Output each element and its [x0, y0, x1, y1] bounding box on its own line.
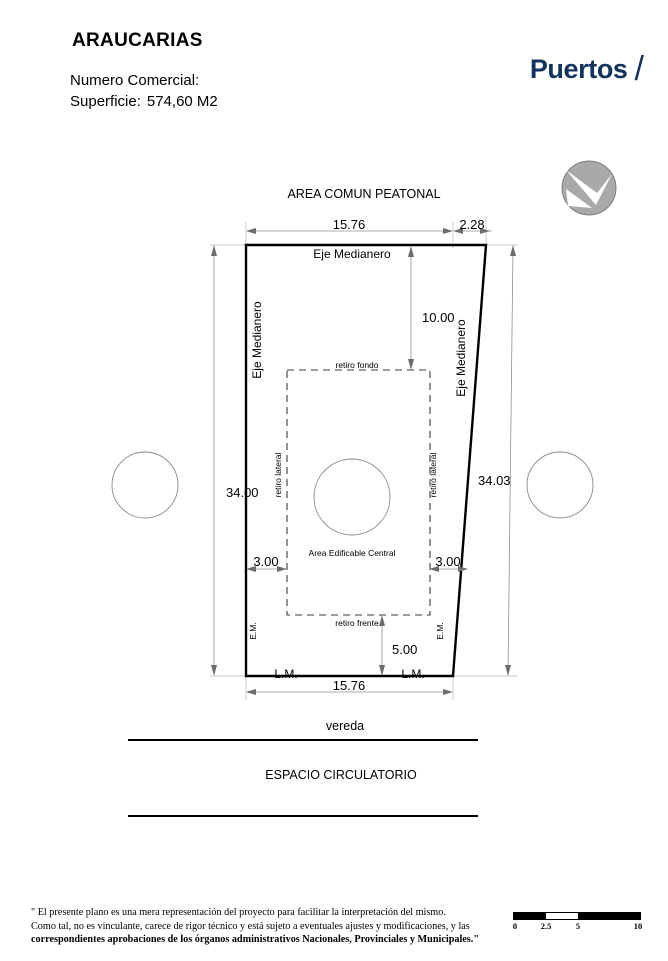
- disclaimer-line-1: " El presente plano es una mera represen…: [31, 907, 446, 918]
- commercial-number-row: Numero Comercial:: [70, 72, 205, 89]
- page-title: ARAUCARIAS: [72, 30, 203, 51]
- dimension-right-setback-value: 3.00: [435, 554, 460, 569]
- setback-right-label: retiro lateral: [428, 452, 438, 497]
- scale-tick-0: 0: [512, 921, 518, 931]
- lm-right-label: L.M.: [401, 667, 424, 681]
- legal-disclaimer: " El presente plano es una mera represen…: [31, 906, 486, 947]
- dimension-front-setback: 5.00: [379, 615, 417, 676]
- dimension-left-side: 34.00: [211, 245, 259, 676]
- em-right-label: E.M.: [435, 622, 445, 639]
- surface-label: Superficie:: [70, 93, 141, 110]
- north-arrow-icon: [561, 160, 617, 216]
- scale-tick-labels: 0 2.5 5 10: [512, 921, 643, 933]
- area-comun-peatonal-label: AREA COMUN PEATONAL: [287, 187, 440, 201]
- dimension-top: 15.76 2.28: [246, 217, 492, 234]
- setback-front-label: retiro frente: [335, 618, 379, 628]
- brand-logo: Puertos /: [529, 48, 644, 88]
- brand-slash-icon: /: [634, 50, 644, 88]
- setback-rear-label: retiro fondo: [336, 360, 379, 370]
- surface-row: Superficie: 574,60 M2: [70, 93, 218, 110]
- dimension-right-side: 34.03: [478, 245, 516, 676]
- buildable-area-box: [286, 369, 431, 616]
- dimension-top-extra: 2.28: [459, 217, 484, 232]
- setback-left-label: retiro lateral: [273, 452, 283, 497]
- dimension-rear-setback-value: 10.00: [422, 310, 455, 325]
- surface-value: 574,60 M2: [146, 93, 218, 110]
- dimension-bottom-value: 15.76: [333, 678, 366, 693]
- scale-segment-2: [578, 913, 640, 919]
- scale-segment-0: [514, 913, 546, 919]
- right-edge-label: Eje Medianero: [454, 319, 468, 397]
- left-edge-label: Eje Medianero: [250, 301, 264, 379]
- disclaimer-line-2: Como tal, no es vinculante, carece de ri…: [31, 920, 470, 932]
- buildable-area-label: Area Edificable Central: [309, 548, 396, 558]
- scale-tick-1: 2.5: [540, 921, 552, 931]
- sidewalk-label: vereda: [326, 719, 364, 733]
- dimension-left-setback-value: 3.00: [253, 554, 278, 569]
- brand-name: Puertos: [529, 54, 628, 84]
- dimension-bottom: 15.76: [246, 678, 453, 695]
- dimension-front-setback-value: 5.00: [392, 642, 417, 657]
- central-building-circle: [313, 458, 391, 536]
- circulation-label: ESPACIO CIRCULATORIO: [265, 768, 417, 782]
- dimension-left-side-value: 34.00: [226, 485, 259, 500]
- commercial-number-label: Numero Comercial:: [70, 72, 200, 89]
- dimension-top-main: 15.76: [333, 217, 366, 232]
- dimension-left-setback: 3.00: [246, 554, 287, 572]
- em-left-label: E.M.: [248, 622, 258, 639]
- dimension-rear-setback: 10.00: [408, 246, 455, 370]
- scale-bar-track: [513, 912, 641, 920]
- disclaimer-line-3: correspondientes aprobaciones de los órg…: [31, 934, 479, 945]
- neighbour-circle-right: [526, 451, 594, 519]
- dimension-right-setback: 3.00: [429, 554, 468, 572]
- scale-tick-3: 10: [633, 921, 643, 931]
- extension-lines: [210, 216, 518, 700]
- document-header: ARAUCARIAS Numero Comercial: Superficie:…: [0, 0, 668, 140]
- dimension-right-side-value: 34.03: [478, 473, 511, 488]
- lm-left-label: L.M.: [274, 667, 297, 681]
- plot-boundary: [244, 243, 488, 678]
- neighbour-circle-left: [111, 451, 179, 519]
- scale-tick-2: 5: [575, 921, 581, 931]
- top-edge-label: Eje Medianero: [313, 247, 391, 261]
- scale-bar: 0 2.5 5 10: [512, 912, 643, 933]
